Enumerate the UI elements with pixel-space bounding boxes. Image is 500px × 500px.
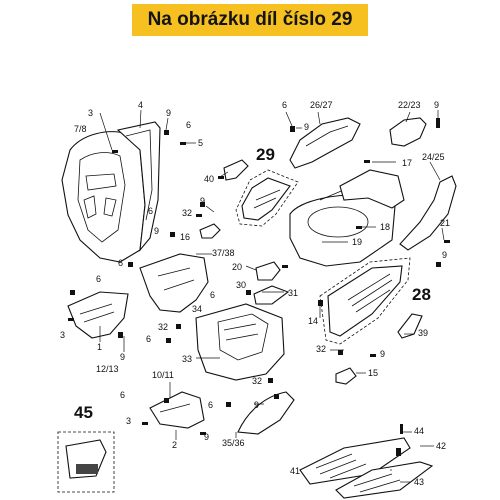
footrest-mat-42-part (335, 461, 434, 499)
label-6: 6 (210, 290, 215, 300)
label-34: 34 (192, 304, 202, 314)
label-30: 30 (236, 280, 246, 290)
label-9: 9 (442, 250, 447, 260)
label-6: 6 (120, 390, 125, 400)
label-40: 40 (204, 174, 214, 184)
rear-cap-part (389, 117, 427, 147)
side-cover-28-part (319, 257, 411, 345)
label-6: 6 (148, 206, 153, 216)
front-shield-part (61, 131, 146, 263)
label-22-23: 22/23 (398, 100, 421, 110)
label-2: 2 (172, 440, 177, 450)
label-3: 3 (126, 416, 131, 426)
inner-front-panel-part (116, 121, 161, 252)
label-9: 9 (434, 100, 439, 110)
label-7-8: 7/8 (74, 124, 87, 134)
label-19: 19 (352, 237, 362, 247)
side-panel-29-part (235, 169, 299, 227)
label-44: 44 (414, 426, 424, 436)
label-16: 16 (180, 232, 190, 242)
callout-45: 45 (74, 403, 93, 422)
label-21: 21 (440, 218, 450, 228)
label-9: 9 (154, 226, 159, 236)
callout-numbers: 29 28 45 (74, 145, 431, 422)
label-18: 18 (380, 222, 390, 232)
label-9: 9 (166, 108, 171, 118)
front-lower-part (67, 291, 129, 339)
label-31: 31 (288, 288, 298, 298)
label-4: 4 (138, 100, 143, 110)
label-5: 5 (198, 138, 203, 148)
label-14: 14 (308, 316, 318, 326)
leader-lines (99, 109, 445, 483)
label-17: 17 (402, 158, 412, 168)
label-6: 6 (146, 334, 151, 344)
top-cover-part (289, 117, 361, 169)
callout-29: 29 (256, 145, 275, 164)
label-9: 9 (380, 349, 385, 359)
label-15: 15 (368, 368, 378, 378)
side-rail-part (399, 175, 457, 251)
label-9: 9 (304, 122, 309, 132)
label-6: 6 (282, 100, 287, 110)
label-32: 32 (252, 376, 262, 386)
label-35-36: 35/36 (222, 438, 245, 448)
floor-panel-part (139, 253, 209, 313)
clip-40-part (223, 159, 249, 181)
label-10-11: 10/11 (152, 370, 174, 380)
label-39: 39 (418, 328, 428, 338)
grille-39-part (397, 313, 423, 339)
cap-20-part (255, 261, 281, 281)
label-3: 3 (88, 108, 93, 118)
label-24-25: 24/25 (422, 152, 445, 162)
label-41: 41 (290, 466, 300, 476)
label-6: 6 (96, 274, 101, 284)
label-20: 20 (232, 262, 242, 272)
lower-side-part (149, 391, 205, 429)
label-1: 1 (97, 342, 102, 352)
label-26-27: 26/27 (310, 100, 333, 110)
lid-31-part (253, 285, 290, 305)
label-9: 9 (254, 400, 259, 410)
label-32: 32 (182, 208, 192, 218)
label-3: 3 (60, 330, 65, 340)
label-12-13: 12/13 (96, 364, 119, 374)
part-labels: 3 4 7/8 9 6 5 6 9 26/27 22/23 9 17 24/25… (60, 100, 450, 487)
label-33: 33 (182, 354, 192, 364)
storage-box-part (289, 169, 405, 267)
label-6: 6 (118, 258, 123, 268)
label-32: 32 (158, 322, 168, 332)
cap-16-part (199, 223, 221, 239)
rear-lower-part (237, 391, 295, 435)
exploded-parts-diagram: 3 4 7/8 9 6 5 6 9 26/27 22/23 9 17 24/25… (57, 100, 457, 499)
centre-tunnel-part (195, 303, 285, 381)
footrest-mat-41-part (299, 437, 411, 485)
label-6: 6 (186, 120, 191, 130)
label-32: 32 (316, 344, 326, 354)
label-9: 9 (200, 196, 205, 206)
part-number-banner: Na obrázku díl číslo 29 (132, 4, 368, 36)
emblem-45-part (57, 431, 115, 493)
label-9: 9 (204, 432, 209, 442)
label-42: 42 (436, 441, 446, 451)
piece-15-part (335, 367, 357, 385)
callout-28: 28 (412, 285, 431, 304)
label-6: 6 (208, 400, 213, 410)
label-9: 9 (120, 352, 125, 362)
fasteners (68, 118, 450, 456)
label-37-38: 37/38 (212, 248, 235, 258)
label-43: 43 (414, 477, 424, 487)
